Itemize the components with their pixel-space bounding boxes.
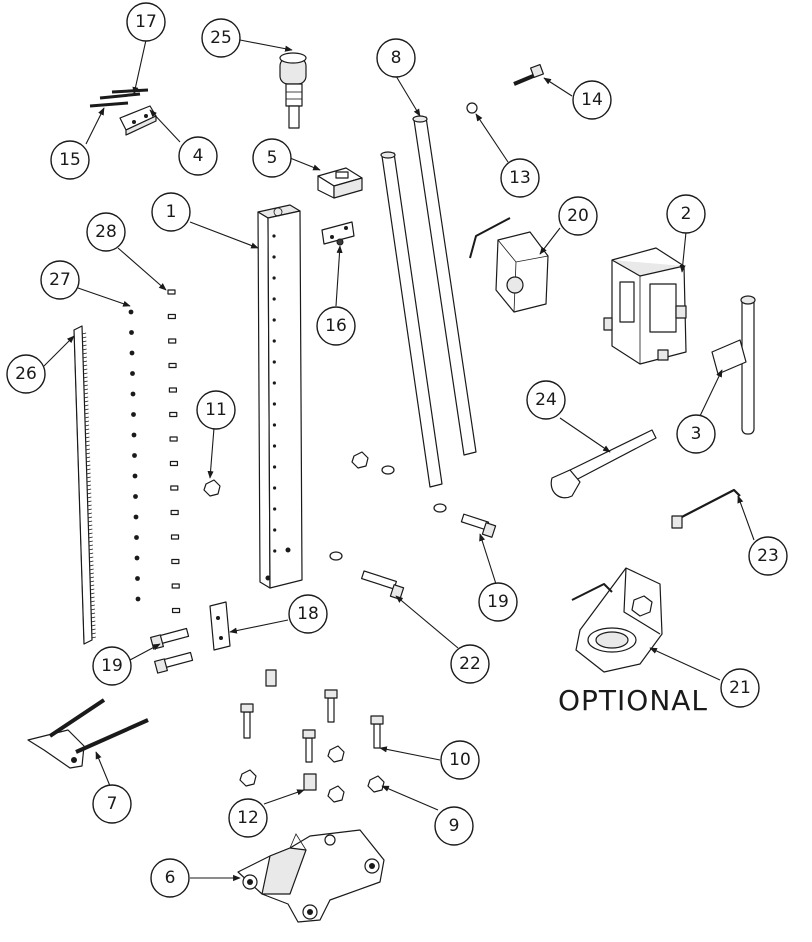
callout-27: 27 bbox=[40, 260, 80, 300]
svg-text:21: 21 bbox=[729, 678, 751, 698]
part-carriage bbox=[603, 247, 687, 365]
svg-text:27: 27 bbox=[49, 270, 71, 290]
svg-text:14: 14 bbox=[581, 90, 603, 110]
svg-text:4: 4 bbox=[193, 146, 204, 166]
svg-text:19: 19 bbox=[101, 656, 123, 676]
leader-lines bbox=[43, 39, 755, 882]
part-optional-clamp bbox=[571, 567, 663, 673]
part-washer-13 bbox=[466, 102, 478, 114]
svg-text:12: 12 bbox=[237, 808, 259, 828]
callout-3: 3 bbox=[676, 414, 716, 454]
part-base bbox=[237, 829, 385, 923]
svg-text:17: 17 bbox=[135, 12, 157, 32]
optional-label: OPTIONAL bbox=[558, 684, 708, 717]
callout-24: 24 bbox=[526, 380, 566, 420]
callout-17: 17 bbox=[126, 2, 166, 42]
part-rails bbox=[380, 115, 477, 488]
callout-22: 22 bbox=[450, 644, 490, 684]
svg-text:5: 5 bbox=[267, 148, 278, 168]
callout-19-right: 19 bbox=[478, 582, 518, 622]
part-clamp-block bbox=[317, 167, 363, 199]
svg-text:22: 22 bbox=[459, 654, 481, 674]
svg-text:9: 9 bbox=[449, 816, 460, 836]
part-plate-18 bbox=[209, 601, 231, 651]
svg-text:25: 25 bbox=[210, 28, 232, 48]
callout-2: 2 bbox=[666, 194, 706, 234]
part-long-bolt bbox=[360, 570, 405, 600]
callout-23: 23 bbox=[748, 536, 788, 576]
callout-28: 28 bbox=[86, 212, 126, 252]
svg-text:11: 11 bbox=[205, 400, 227, 420]
callout-18: 18 bbox=[288, 594, 328, 634]
svg-text:1: 1 bbox=[166, 202, 177, 222]
part-handle bbox=[711, 295, 756, 435]
callout-8: 8 bbox=[376, 38, 416, 78]
part-rack bbox=[73, 325, 96, 645]
svg-text:26: 26 bbox=[15, 364, 37, 384]
svg-text:16: 16 bbox=[325, 316, 347, 336]
part-hex-key bbox=[671, 488, 741, 529]
svg-text:13: 13 bbox=[509, 168, 531, 188]
callout-19-left: 19 bbox=[92, 646, 132, 686]
callout-20: 20 bbox=[558, 196, 598, 236]
callout-15: 15 bbox=[50, 140, 90, 180]
part-motor-adapter bbox=[279, 52, 307, 129]
callout-13: 13 bbox=[500, 158, 540, 198]
part-small-plate bbox=[321, 221, 355, 246]
callout-5: 5 bbox=[252, 138, 292, 178]
part-rack-washers bbox=[128, 309, 141, 602]
part-bolts-10 bbox=[239, 669, 385, 803]
part-wrench bbox=[550, 429, 657, 499]
callout-26: 26 bbox=[6, 354, 46, 394]
part-rack-screws bbox=[167, 289, 181, 638]
callout-16: 16 bbox=[316, 306, 356, 346]
part-nut-11 bbox=[203, 479, 221, 497]
part-nuts-washers bbox=[329, 451, 447, 561]
callout-4: 4 bbox=[178, 136, 218, 176]
svg-text:19: 19 bbox=[487, 592, 509, 612]
part-foot-bar bbox=[27, 698, 149, 769]
callout-6: 6 bbox=[150, 858, 190, 898]
callout-1: 1 bbox=[151, 192, 191, 232]
svg-text:23: 23 bbox=[757, 546, 779, 566]
svg-text:7: 7 bbox=[107, 794, 118, 814]
part-plate-pins bbox=[89, 88, 157, 136]
svg-text:10: 10 bbox=[449, 750, 471, 770]
part-bolt-14 bbox=[513, 63, 545, 86]
svg-text:20: 20 bbox=[567, 206, 589, 226]
svg-text:18: 18 bbox=[297, 604, 319, 624]
svg-text:2: 2 bbox=[681, 204, 692, 224]
callout-11: 11 bbox=[196, 390, 236, 430]
part-bolts-19 bbox=[150, 513, 497, 674]
svg-text:3: 3 bbox=[691, 424, 702, 444]
callout-21: 21 bbox=[720, 668, 760, 708]
callout-7: 7 bbox=[92, 784, 132, 824]
svg-text:24: 24 bbox=[535, 390, 557, 410]
callout-10: 10 bbox=[440, 740, 480, 780]
callout-12: 12 bbox=[228, 798, 268, 838]
svg-text:15: 15 bbox=[59, 150, 81, 170]
svg-text:6: 6 bbox=[165, 868, 176, 888]
part-column bbox=[257, 204, 303, 589]
svg-text:28: 28 bbox=[95, 222, 117, 242]
callout-14: 14 bbox=[572, 80, 612, 120]
callout-25: 25 bbox=[201, 18, 241, 58]
part-carriage-plate bbox=[469, 217, 549, 313]
svg-text:8: 8 bbox=[391, 48, 402, 68]
callout-9: 9 bbox=[434, 806, 474, 846]
